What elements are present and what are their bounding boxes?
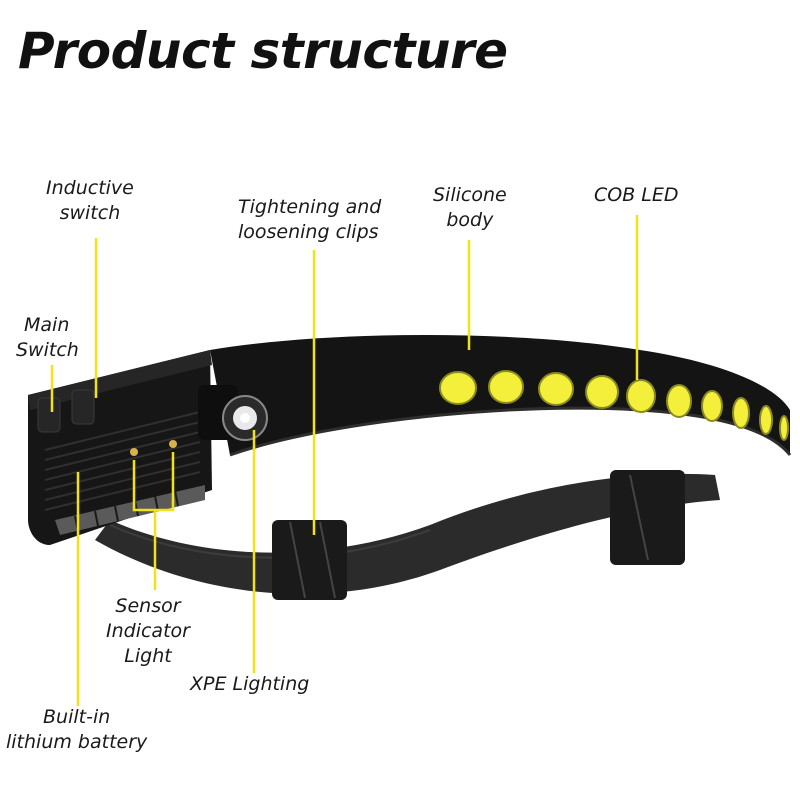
sensor-dot [130, 448, 138, 456]
cob-led-dot [733, 398, 749, 428]
cob-led-dot [539, 373, 573, 405]
label-xpe-lighting: XPE Lighting [190, 672, 309, 697]
label-silicone-body: Silicone body [433, 183, 507, 233]
label-battery: Built-in lithium battery [6, 705, 147, 755]
label-inductive-switch: Inductive switch [46, 176, 134, 226]
cob-led-dot [586, 376, 618, 408]
cob-led-dot [667, 385, 691, 417]
label-sensor-indicator: Sensor Indicator Light [106, 594, 190, 669]
cob-led-dot [627, 380, 655, 412]
main-switch-button [38, 398, 60, 432]
cob-led-dot [760, 406, 772, 434]
label-main-switch: Main Switch [16, 313, 79, 363]
indicator-dot [169, 440, 177, 448]
cob-led-dot [780, 416, 788, 440]
label-cob-led: COB LED [594, 183, 679, 208]
cob-led-dot [702, 391, 722, 421]
strap-clip-left [272, 520, 347, 600]
label-tightening-clips: Tightening and loosening clips [238, 195, 381, 245]
inductive-switch-button [72, 390, 94, 424]
cob-led-dot [440, 372, 476, 404]
strap-clip-right [610, 470, 685, 565]
cob-led-dot [489, 371, 523, 403]
